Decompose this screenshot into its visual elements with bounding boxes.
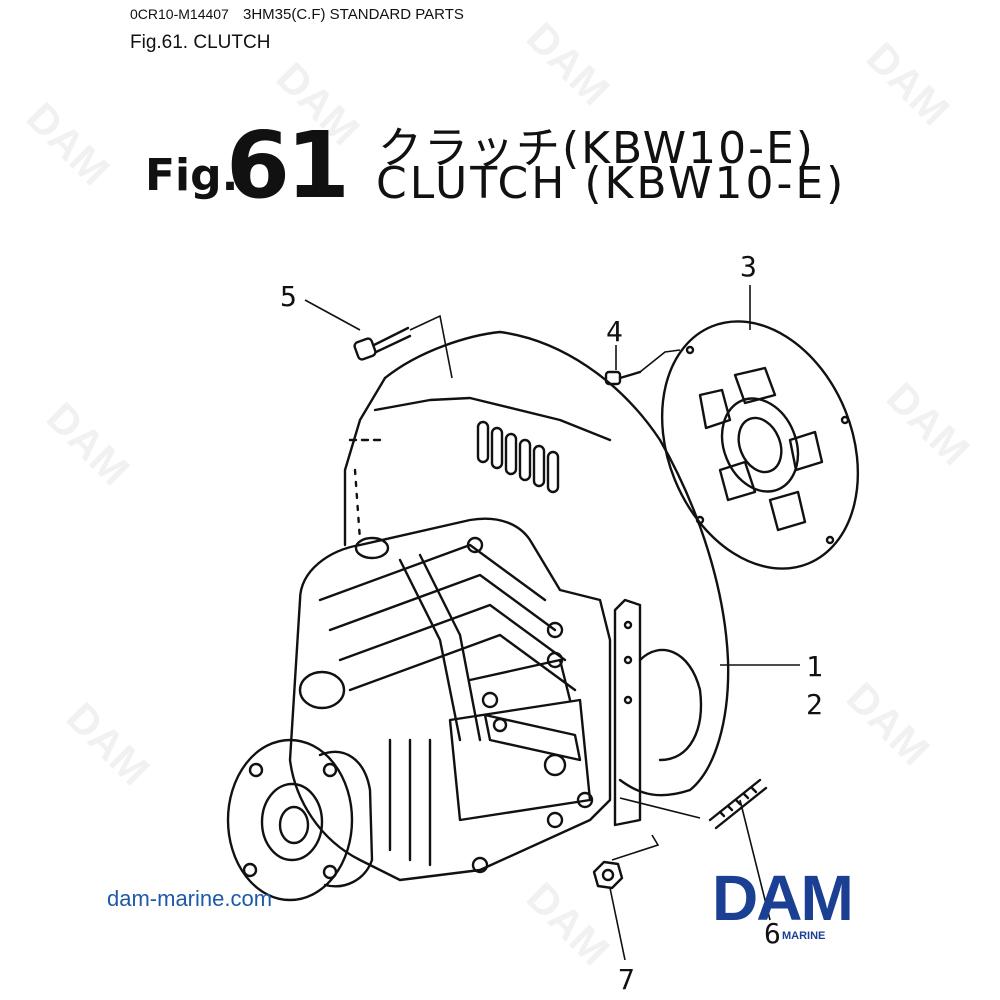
figure-title-japanese: クラッチ(KBW10-E) (378, 123, 815, 174)
callout-5: 5 (280, 280, 297, 313)
website-link[interactable]: dam-marine.com (107, 886, 273, 911)
logo-subtitle: MARINE (782, 930, 826, 942)
leader-6 (739, 799, 771, 921)
figure-title-english: CLUTCH (KBW10-E) (376, 158, 847, 209)
bolt-5 (353, 326, 412, 361)
damper-disc (660, 320, 860, 570)
shift-lever (483, 713, 582, 762)
callout-6: 6 (764, 917, 781, 950)
figure-caption: Fig.61. CLUTCH (130, 32, 271, 53)
logo-text: DAM (712, 862, 854, 934)
leader-7 (609, 887, 626, 961)
callout-1: 1 (806, 650, 823, 683)
output-flange (226, 738, 354, 902)
document-title: 3HM35(C.F) STANDARD PARTS (243, 6, 464, 23)
dam-marine-logo: DAM MARINE (712, 866, 902, 946)
callout-3: 3 (740, 250, 757, 283)
stud-6 (708, 778, 768, 830)
callout-2: 2 (806, 688, 823, 721)
leader-5 (304, 299, 361, 331)
bell-housing (383, 330, 730, 797)
figure-label: Fig. (145, 150, 239, 201)
document-code: 0CR10-M14407 (130, 6, 229, 22)
bolt-4 (604, 370, 642, 386)
gearbox-body (288, 517, 612, 882)
vent-slots (476, 420, 560, 494)
callout-7: 7 (618, 963, 635, 996)
callout-4: 4 (606, 315, 623, 348)
figure-number: 61 (226, 112, 350, 219)
nut-7 (592, 860, 624, 890)
